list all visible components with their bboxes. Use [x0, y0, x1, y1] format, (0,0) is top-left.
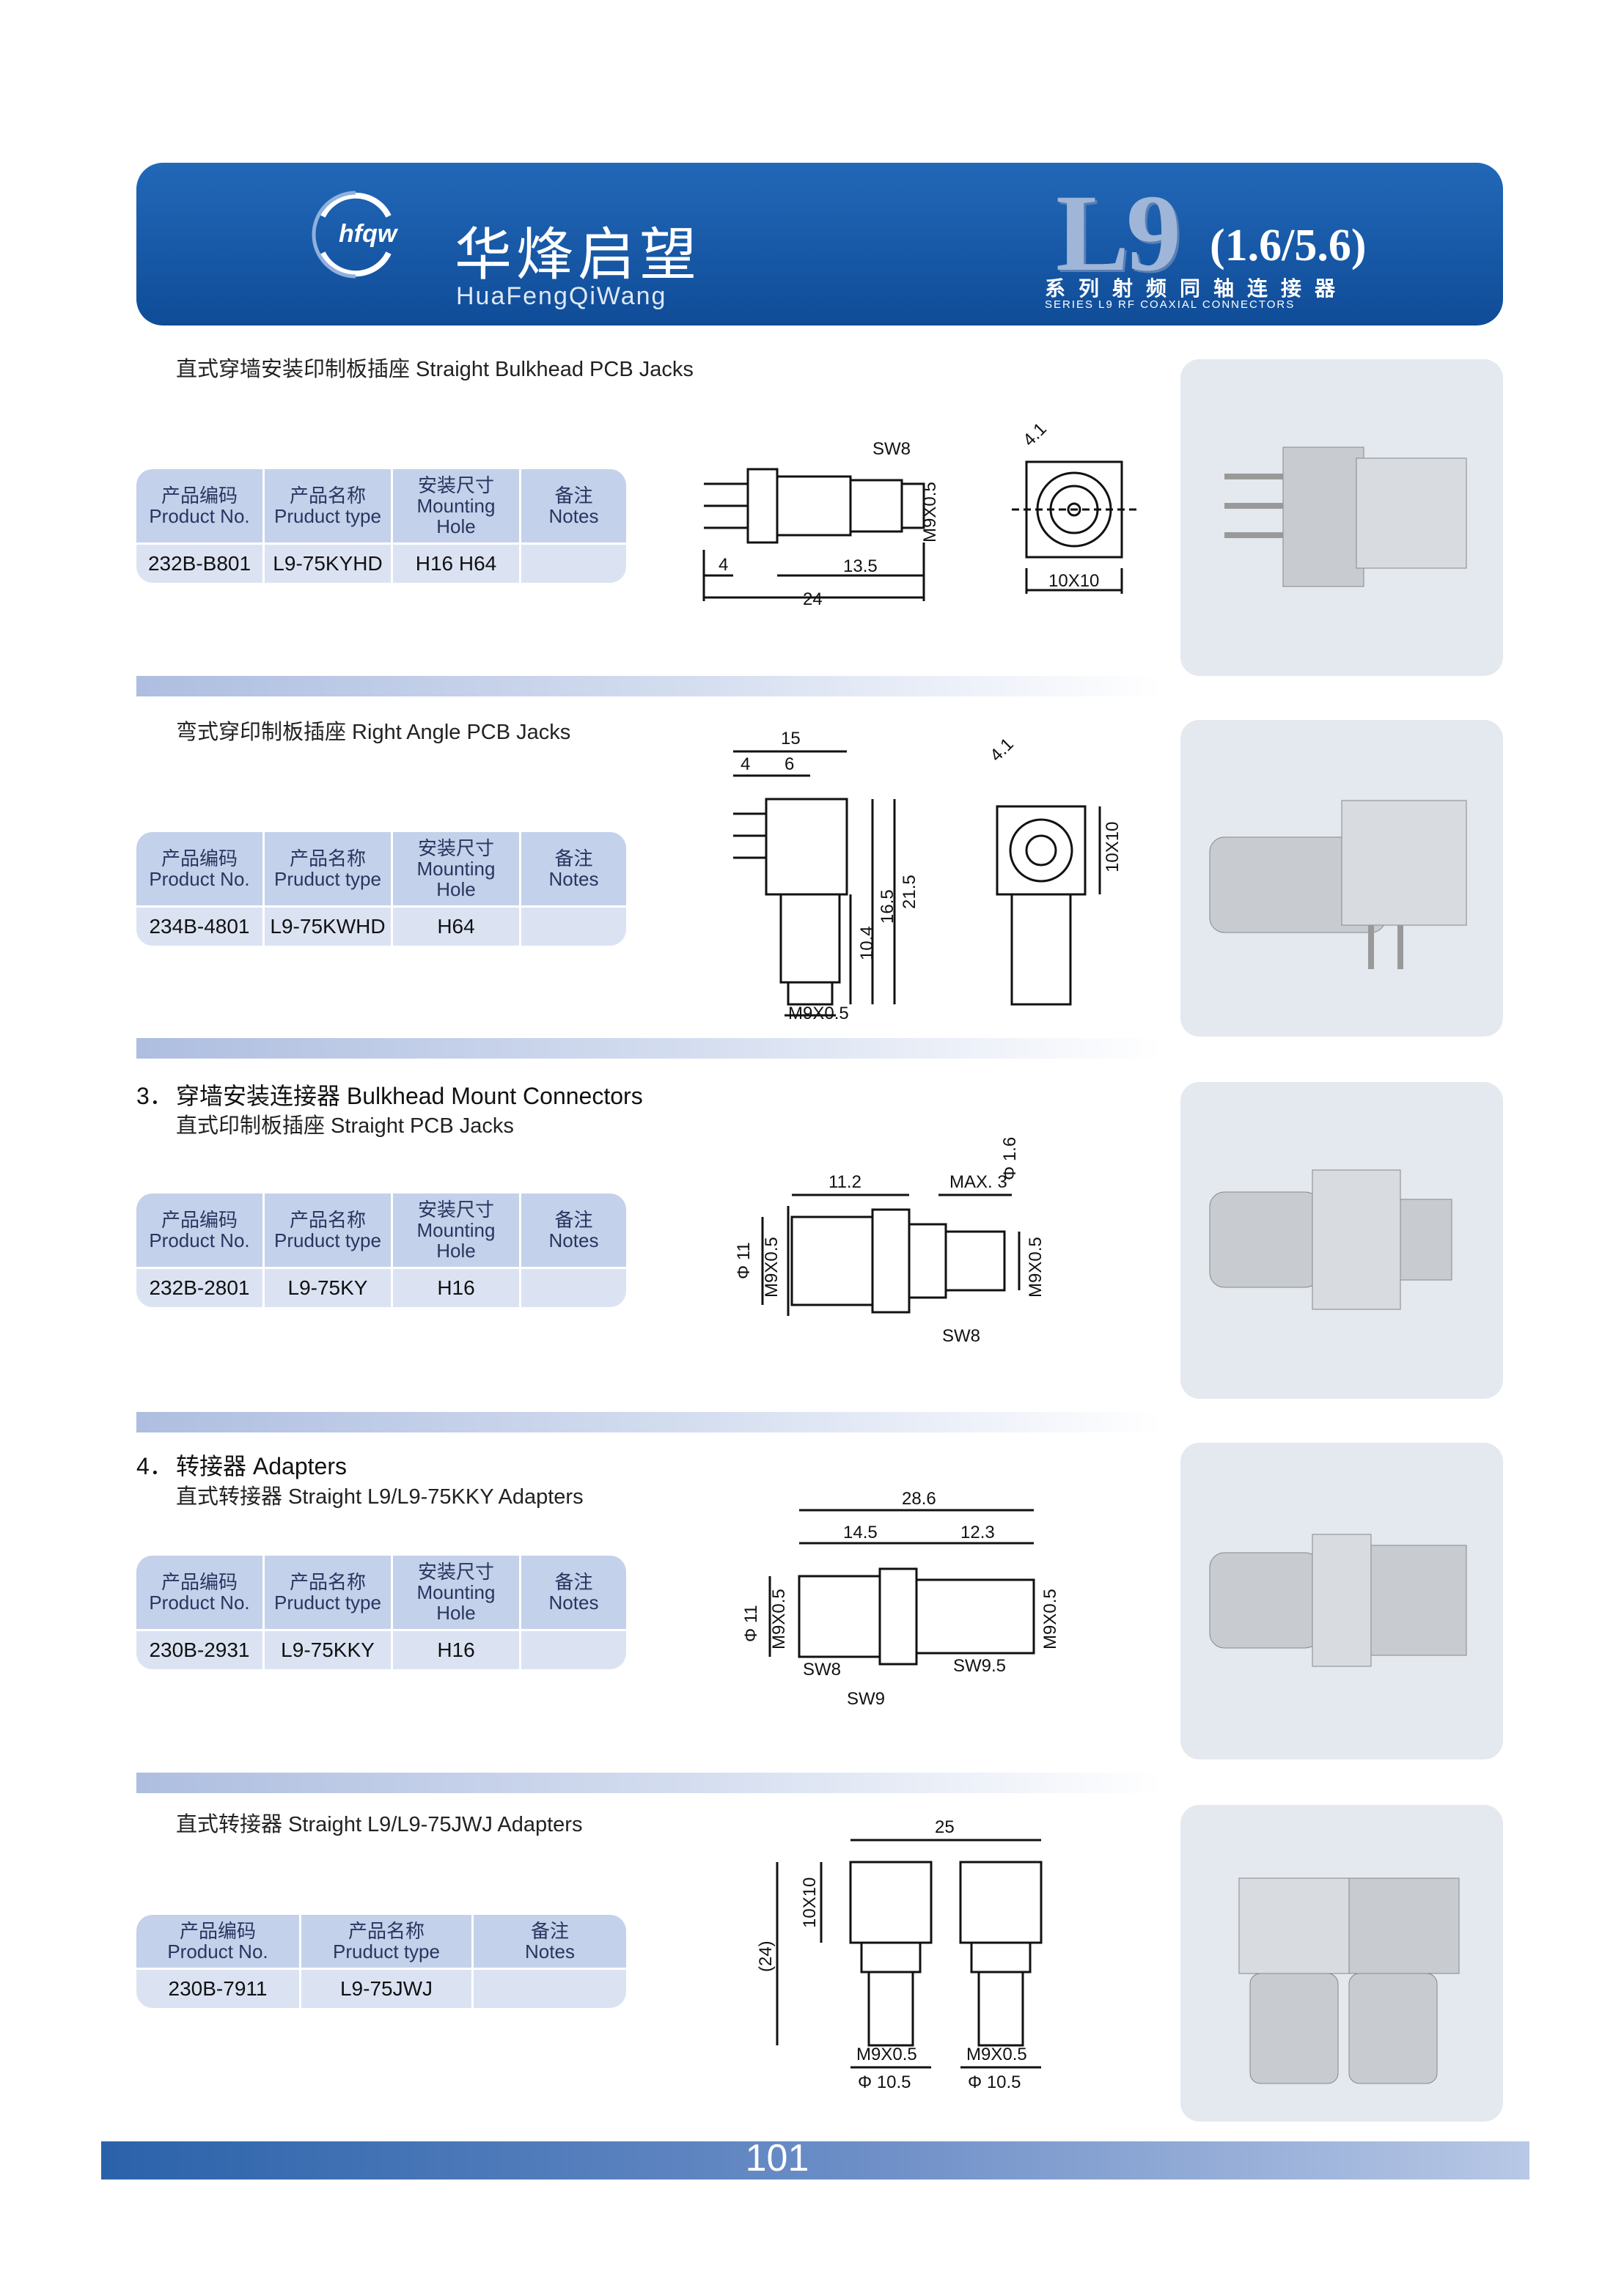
technical-drawing: SW8 M9X0.5 4 13.5 24 4.1 10X10 — [702, 419, 1136, 609]
dim-label: 10X10 — [1048, 571, 1099, 591]
section-divider — [136, 1412, 1163, 1432]
footer-bar — [101, 2141, 1529, 2179]
section-title: 直式穿墙安装印制板插座 Straight Bulkhead PCB Jacks — [176, 358, 694, 381]
dim-label: M9X0.5 — [769, 1589, 789, 1649]
section-heading: 转接器 Adapters — [176, 1453, 347, 1479]
brand-name-cn: 华烽启望 — [455, 222, 702, 288]
dim-label: SW8 — [803, 1660, 841, 1680]
dim-label: SW8 — [942, 1326, 980, 1346]
section-heading-number: 4． — [136, 1453, 173, 1479]
dim-label: 10X10 — [800, 1877, 820, 1928]
product-photo — [1180, 720, 1503, 1037]
header-banner — [136, 163, 1503, 325]
dim-label: 15 — [781, 729, 801, 748]
brand-logo-text: hfqw — [339, 220, 397, 248]
technical-drawing: 15 4 6 10.4 16.5 21.5 M9X0.5 4.1 10X10 — [733, 729, 1123, 1023]
dim-label: M9X0.5 — [920, 482, 940, 542]
dim-label: 16.5 — [878, 889, 897, 924]
dim-label: M9X0.5 — [762, 1237, 782, 1298]
dim-label: 11.2 — [828, 1172, 861, 1192]
dim-label: 10.4 — [857, 926, 877, 960]
section-heading: 穿墙安装连接器 Bulkhead Mount Connectors — [176, 1083, 643, 1109]
section-title: 直式转接器 Straight L9/L9-75JWJ Adapters — [176, 1813, 583, 1836]
series-title-cn: 系列射频同轴连接器 — [1045, 277, 1349, 300]
dim-label: 4.1 — [1019, 419, 1051, 451]
section-title: 直式印制板插座 Straight PCB Jacks — [176, 1114, 514, 1138]
product-photo — [1180, 1082, 1503, 1399]
section-title: 直式转接器 Straight L9/L9-75KKY Adapters — [176, 1485, 584, 1509]
section-divider — [136, 676, 1163, 696]
section-heading-number: 3． — [136, 1083, 173, 1109]
dim-label: (24) — [756, 1941, 776, 1972]
series-code: L9 — [1056, 172, 1181, 294]
dim-label: MAX. 3 — [949, 1172, 1007, 1192]
dim-label: Φ 10.5 — [858, 2072, 911, 2092]
dim-label: 12.3 — [960, 1523, 995, 1542]
technical-drawing: 28.6 14.5 12.3 Φ 11 M9X0.5 M9X0.5 SW8 SW… — [741, 1489, 1060, 1709]
series-title-en: SERIES L9 RF COAXIAL CONNECTORS — [1045, 298, 1296, 311]
dim-label: SW8 — [872, 439, 911, 459]
product-photo — [1180, 1443, 1503, 1759]
section-divider — [136, 1773, 1163, 1793]
dim-label: M9X0.5 — [788, 1004, 849, 1023]
dim-label: Φ 11 — [741, 1605, 761, 1642]
dim-label: 28.6 — [902, 1489, 936, 1509]
dim-label: 4 — [719, 555, 728, 575]
dim-label: SW9 — [847, 1689, 885, 1709]
dim-label: M9X0.5 — [1026, 1237, 1046, 1298]
dim-label: 4 — [741, 754, 750, 774]
section-divider — [136, 1038, 1163, 1059]
dim-label: 21.5 — [900, 875, 919, 909]
dim-label: Φ 1.6 — [1000, 1137, 1020, 1180]
page-number: 101 — [745, 2137, 809, 2179]
dim-label: M9X0.5 — [1040, 1589, 1060, 1649]
product-photo — [1180, 359, 1503, 676]
dim-label: M9X0.5 — [856, 2045, 917, 2064]
dim-label: M9X0.5 — [966, 2045, 1027, 2064]
technical-drawing: 25 10X10 (24) M9X0.5 Φ 10.5 M9X0.5 Φ 10.… — [756, 1817, 1043, 2092]
brand-name-en: HuaFengQiWang — [456, 282, 667, 310]
section-title: 弯式穿印制板插座 Right Angle PCB Jacks — [176, 721, 571, 744]
dim-label: SW9.5 — [953, 1656, 1006, 1676]
dim-label: 14.5 — [843, 1523, 878, 1542]
table-row: 234B-4801 L9-75KWHD H64 — [136, 905, 626, 946]
dim-label: 13.5 — [843, 556, 878, 576]
dim-label: 6 — [785, 754, 794, 774]
table-row: 232B-B801 L9-75KYHD H16 H64 — [136, 542, 626, 583]
brand-logo-icon — [312, 191, 392, 279]
dim-label: Φ 10.5 — [968, 2072, 1021, 2092]
dim-label: 4.1 — [986, 735, 1018, 766]
dim-label: 10X10 — [1103, 822, 1123, 872]
dim-label: Φ 11 — [734, 1242, 754, 1279]
dim-label: 24 — [803, 589, 823, 609]
table-row: 232B-2801 L9-75KY H16 — [136, 1267, 626, 1307]
table-row: 230B-2931 L9-75KKY H16 — [136, 1629, 626, 1669]
technical-drawing: 11.2 MAX. 3 Φ 1.6 Φ 11 M9X0.5 M9X0.5 SW8 — [734, 1137, 1046, 1346]
series-size: (1.6/5.6) — [1210, 221, 1367, 271]
product-photo — [1180, 1805, 1503, 2122]
table-row: 230B-7911 L9-75JWJ — [136, 1968, 626, 2008]
dim-label: 25 — [935, 1817, 955, 1837]
